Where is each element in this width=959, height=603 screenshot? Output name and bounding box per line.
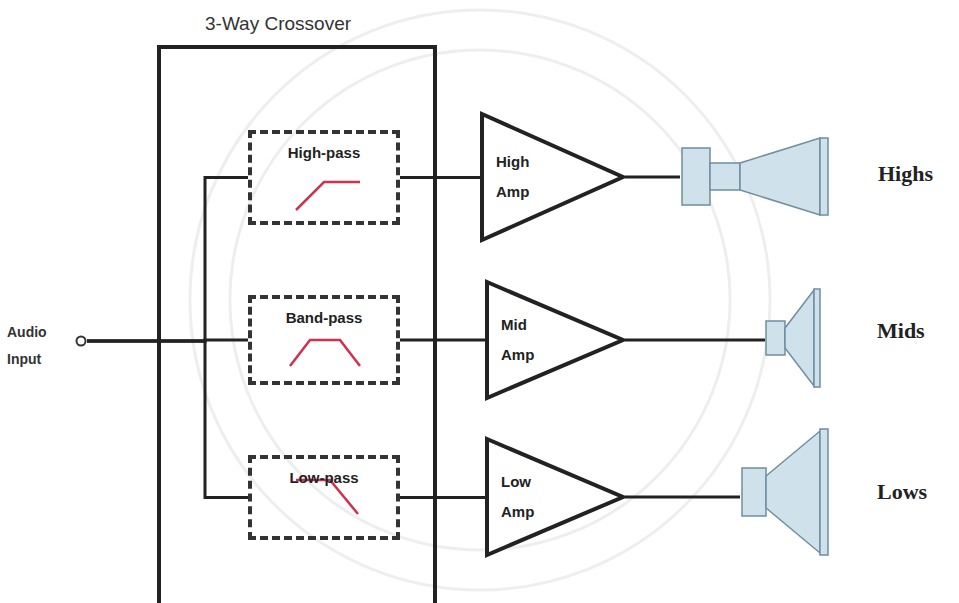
- filter-box: High-pass: [248, 130, 400, 225]
- node-label: Low-pass: [252, 459, 396, 486]
- signal-wire: [87, 341, 248, 498]
- amplifier-triangle: Low Amp: [485, 437, 625, 557]
- filter-box: Low-pass: [248, 455, 400, 540]
- midrange-speaker: Mids: [765, 288, 822, 388]
- signal-wire: [87, 178, 248, 342]
- woofer-speaker: Lows: [740, 428, 832, 556]
- signal-wire: [400, 496, 485, 499]
- node-label: Mids: [877, 318, 925, 344]
- input-jack: Audio Input: [75, 335, 87, 347]
- signal-wire: [400, 339, 485, 342]
- node-label: High-pass: [252, 134, 396, 161]
- node-label: Highs: [878, 161, 933, 187]
- amplifier-triangle-outline: [485, 437, 625, 557]
- node-label: 3-Way Crossover: [205, 13, 351, 35]
- node-label: Lows: [877, 479, 927, 505]
- amplifier-triangle: Mid Amp: [485, 280, 625, 400]
- node-label: Low Amp: [501, 467, 545, 527]
- signal-wire: [400, 176, 480, 179]
- node-label: Band-pass: [252, 299, 396, 326]
- input-jack-outline: [75, 335, 87, 347]
- midrange-speaker-outline: [765, 288, 822, 388]
- signal-wire: [625, 339, 765, 342]
- woofer-speaker-outline: [740, 428, 832, 556]
- amplifier-triangle: High Amp: [480, 112, 625, 242]
- signal-wire: [625, 496, 740, 499]
- filter-box: Band-pass: [248, 295, 400, 385]
- tweeter-speaker: Highs: [680, 137, 830, 217]
- signal-wire: [625, 176, 680, 179]
- amplifier-triangle-outline: [485, 280, 625, 400]
- filter-response-icon: [290, 182, 360, 514]
- node-label: Mid Amp: [501, 310, 545, 370]
- crossover-box: 3-Way CrossoverHigh-passBand-passLow-pas…: [157, 45, 437, 603]
- tweeter-speaker-outline: [680, 137, 830, 217]
- amplifier-triangle-outline: [480, 112, 625, 242]
- node-label: Audio Input: [7, 319, 65, 373]
- watermark-seal: [190, 10, 770, 590]
- node-label: High Amp: [496, 147, 540, 207]
